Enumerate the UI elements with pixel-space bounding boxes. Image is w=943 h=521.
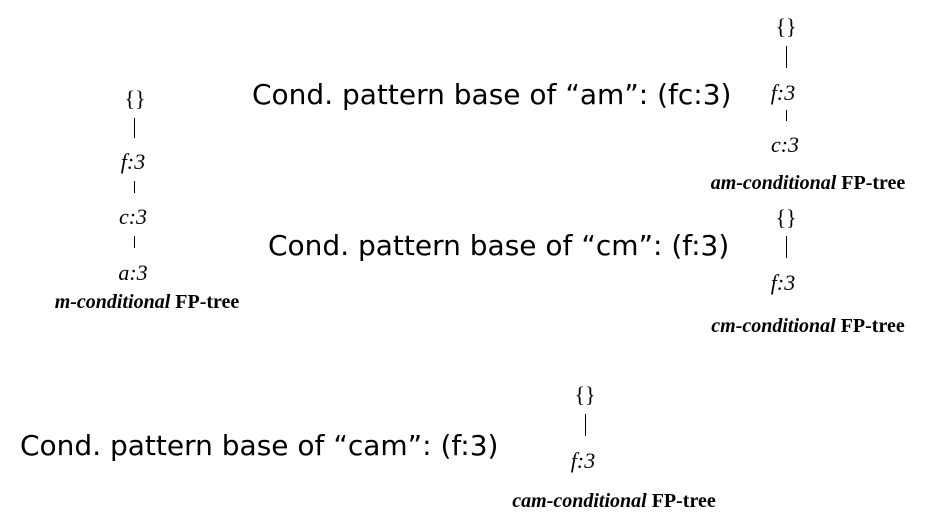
m-tree-edge-f-c [134,181,135,193]
am-pattern-base: Cond. pattern base of “am”: (fc:3) [252,78,732,111]
cam-tree-caption: cam-conditional FP-tree [512,490,715,512]
am-tree-caption-italic: am-conditional [710,172,837,194]
cam-tree-root: {} [574,382,596,407]
am-tree-caption: am-conditional FP-tree [711,172,906,194]
cm-tree-caption: cm-conditional FP-tree [711,315,904,337]
am-tree-root: {} [775,14,797,39]
am-tree-edge-f-c [786,110,787,121]
m-tree-caption-italic: m-conditional [54,291,171,313]
cm-tree-caption-rest: FP-tree [835,315,905,337]
cam-tree-edge-root-f [585,414,586,436]
cam-tree-caption-rest: FP-tree [646,490,716,512]
m-tree-node-a: a:3 [118,260,148,285]
m-tree-edge-c-a [134,236,135,248]
am-tree-node-c: c:3 [770,132,800,157]
m-tree-node-c: c:3 [118,204,148,229]
m-tree-node-f: f:3 [120,149,146,174]
cm-tree-node-f: f:3 [770,270,796,295]
am-tree-node-f: f:3 [770,80,796,105]
m-tree-caption-rest: FP-tree [170,291,240,313]
cm-tree-edge-root-f [786,236,787,258]
m-tree-root: {} [124,86,146,111]
cam-tree-caption-italic: cam-conditional [512,490,647,512]
am-tree-caption-rest: FP-tree [836,172,906,194]
cam-pattern-base: Cond. pattern base of “cam”: (f:3) [20,429,499,462]
cm-tree-root: {} [775,205,797,230]
cm-pattern-base: Cond. pattern base of “cm”: (f:3) [268,229,730,262]
cm-tree-caption-italic: cm-conditional [711,315,836,337]
cam-tree-node-f: f:3 [570,448,596,473]
m-tree-caption: m-conditional FP-tree [55,291,240,313]
m-tree-edge-root-f [134,118,135,138]
am-tree-edge-root-f [786,46,787,68]
